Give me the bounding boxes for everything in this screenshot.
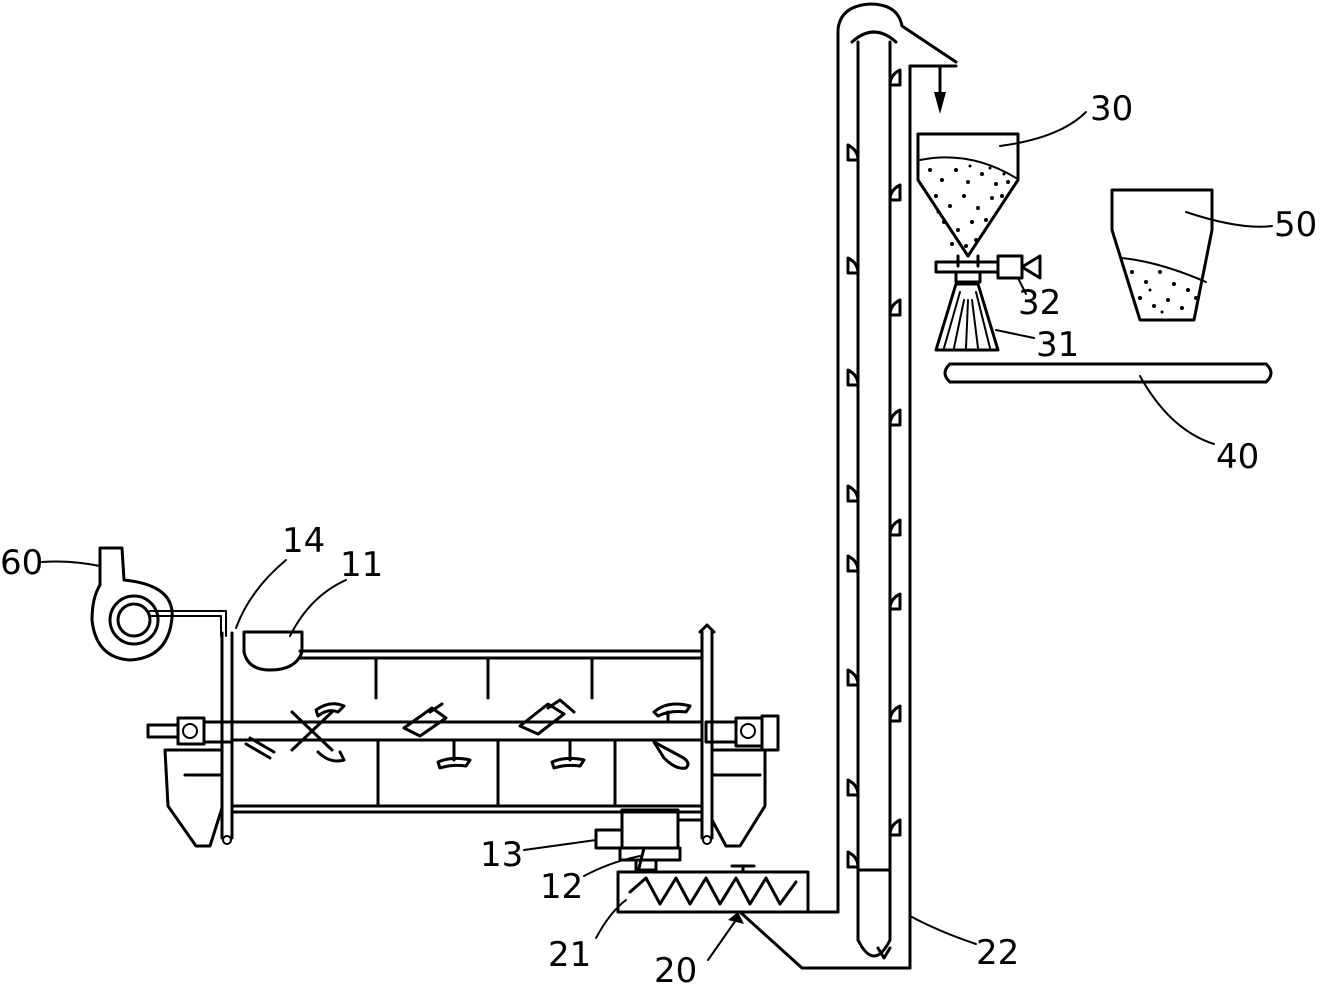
discharge-assembly (594, 808, 702, 874)
label-40: 40 (1216, 437, 1259, 477)
stirring-paddles (244, 698, 692, 770)
label-31: 31 (1036, 325, 1079, 365)
label-50: 50 (1274, 205, 1317, 245)
label-11: 11 (340, 545, 383, 585)
label-20: 20 (654, 951, 697, 985)
screw-conveyor (616, 864, 912, 970)
stirring-tank (146, 623, 780, 848)
bucket-elevator (836, 2, 958, 970)
label-21: 21 (548, 935, 591, 975)
label-12: 12 (540, 867, 583, 907)
hopper-30 (916, 132, 1020, 268)
label-30: 30 (1090, 89, 1133, 129)
reference-labels: 60 14 11 13 12 21 20 22 30 50 32 31 40 (0, 89, 1317, 985)
spreader-31 (934, 282, 1000, 352)
belt-conveyor-40 (943, 362, 1273, 384)
container-50 (1110, 188, 1214, 322)
label-32: 32 (1018, 283, 1061, 323)
leader-lines (41, 111, 1273, 961)
label-13: 13 (480, 835, 523, 875)
label-60: 60 (0, 543, 43, 583)
label-22: 22 (976, 933, 1019, 973)
label-14: 14 (282, 521, 325, 561)
feed-arrow (934, 64, 946, 114)
valve-32 (934, 254, 1042, 284)
blower (90, 546, 227, 662)
